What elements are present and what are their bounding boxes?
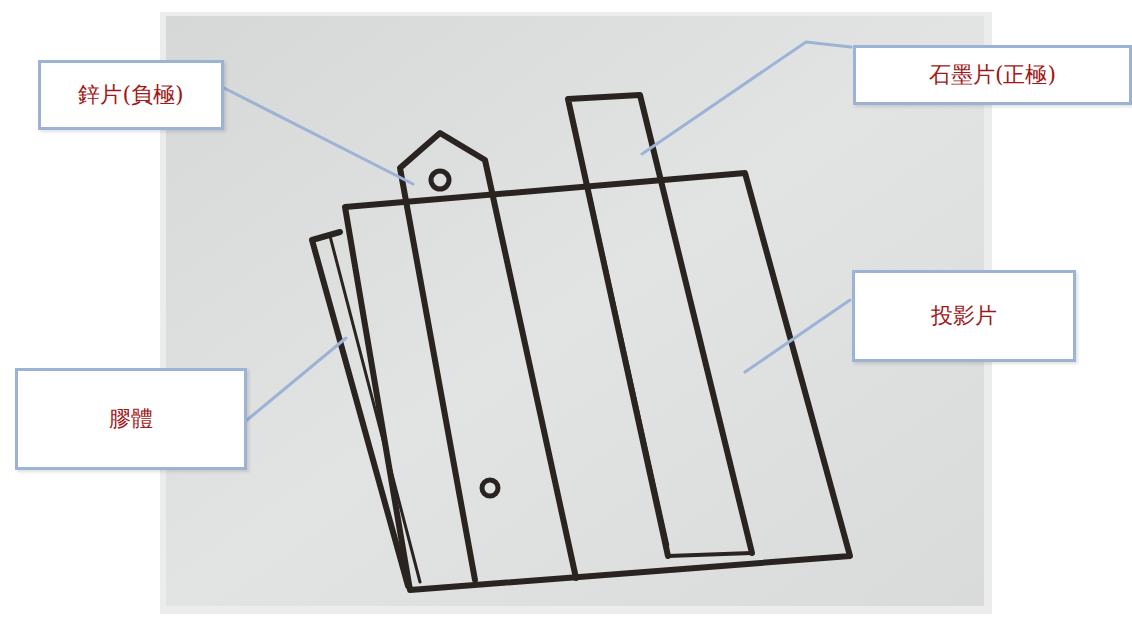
leader-line	[247, 338, 346, 420]
callout-label: 投影片	[931, 303, 997, 329]
callout-box: 膠體	[15, 368, 247, 470]
callout-box: 鋅片(負極)	[38, 60, 224, 130]
gel-edge	[330, 236, 420, 582]
zinc-hole	[482, 480, 498, 496]
leader-line	[642, 42, 851, 154]
callout-label: 鋅片(負極)	[78, 82, 183, 108]
callout-label: 膠體	[109, 406, 153, 432]
callout-label: 石墨片(正極)	[929, 62, 1056, 88]
zinc-plate	[400, 133, 576, 580]
leader-line	[745, 300, 850, 372]
graphite-bottom	[668, 553, 752, 556]
leader-line	[224, 88, 413, 184]
graphite-edge	[578, 140, 668, 545]
callout-box: 投影片	[852, 270, 1076, 362]
graphite-plate	[568, 95, 752, 556]
zinc-hole	[431, 171, 449, 189]
callout-box: 石墨片(正極)	[853, 45, 1132, 105]
